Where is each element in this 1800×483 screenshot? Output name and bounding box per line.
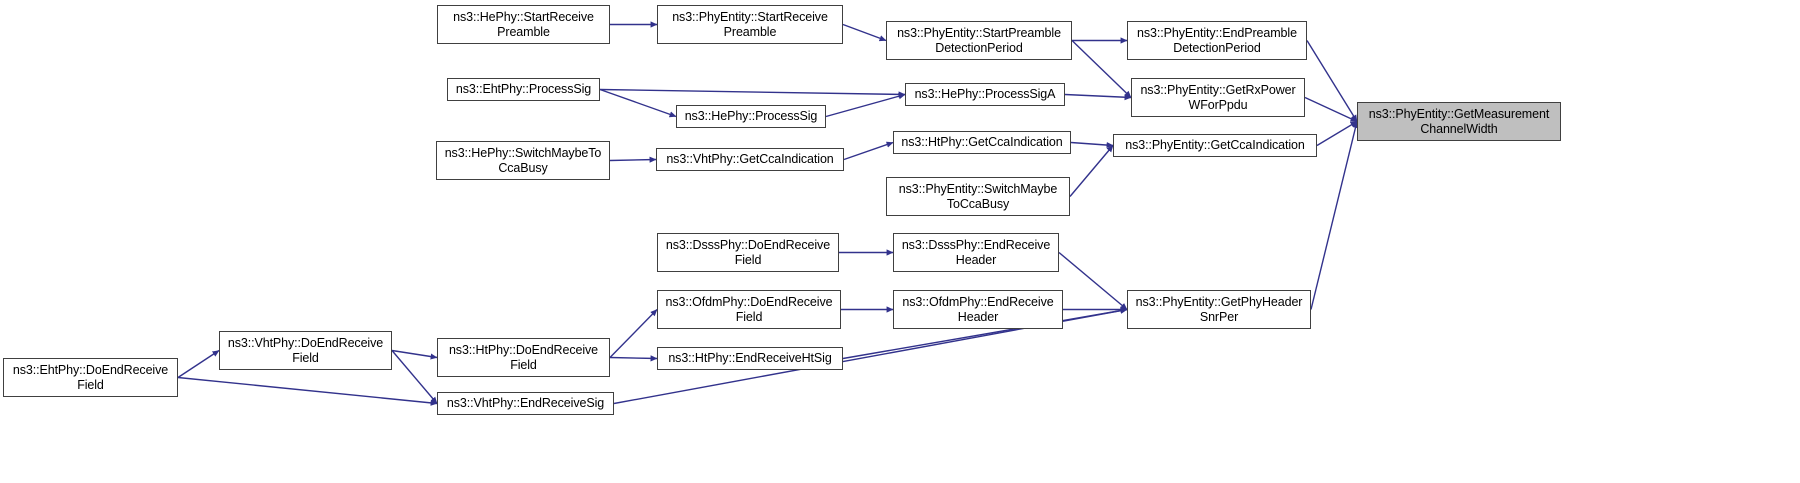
edge-endpreambledetectionperiod-to-getmeasurementchannelwidth [1306, 40, 1358, 122]
node-vhtphy-getccaindication[interactable]: ns3::VhtPhy::GetCcaIndication [656, 148, 844, 171]
edge-phyentity-switchmaybetoccabusy-to-getccaindication [1069, 145, 1114, 197]
node-ehtphy-doendreceivefield[interactable]: ns3::EhtPhy::DoEndReceive Field [3, 358, 178, 397]
edge-hephy-processsig-to-hephy-processsiga [825, 93, 906, 118]
edge-getrxpowerwforppdu-to-getmeasurementchannelwidth [1304, 96, 1358, 123]
edge-vhtphy-doendreceivefield-to-htphy-doendreceivefield [391, 349, 438, 360]
node-hephy-processsig[interactable]: ns3::HePhy::ProcessSig [676, 105, 826, 128]
edge-phyentity-startreceivepreamble-to-startpreambledetectionperiod [842, 23, 887, 42]
edge-ehtphy-processsig-to-hephy-processsig [599, 88, 677, 118]
edge-startpreambledetectionperiod-to-getrxpowerwforppdu [1071, 39, 1132, 99]
node-ofdmphy-endreceiveheader[interactable]: ns3::OfdmPhy::EndReceive Header [893, 290, 1063, 329]
node-phyentity-endpreambledetectionperiod[interactable]: ns3::PhyEntity::EndPreamble DetectionPer… [1127, 21, 1307, 60]
edge-vhtphy-getccaindication-to-htphy-getccaindication [843, 141, 894, 161]
edge-htphy-doendreceivefield-to-htphy-endreceivehtsig [609, 355, 658, 362]
edge-vhtphy-doendreceivefield-to-vhtphy-endreceivesig [391, 350, 438, 404]
node-htphy-doendreceivefield[interactable]: ns3::HtPhy::DoEndReceive Field [437, 338, 610, 377]
node-phyentity-getmeasurementchannelwidth[interactable]: ns3::PhyEntity::GetMeasurement ChannelWi… [1357, 102, 1561, 141]
node-dsssphy-endreceiveheader[interactable]: ns3::DsssPhy::EndReceive Header [893, 233, 1059, 272]
node-hephy-processsiga[interactable]: ns3::HePhy::ProcessSigA [905, 83, 1065, 106]
edge-dsssphy-endreceiveheader-to-getphyheadersnrper [1058, 251, 1128, 311]
edge-getphyheadersnrper-to-getmeasurementchannelwidth [1310, 120, 1359, 310]
node-ehtphy-processsig[interactable]: ns3::EhtPhy::ProcessSig [447, 78, 600, 101]
node-ofdmphy-doendreceivefield[interactable]: ns3::OfdmPhy::DoEndReceive Field [657, 290, 841, 329]
node-hephy-startreceivepreamble[interactable]: ns3::HePhy::StartReceive Preamble [437, 5, 610, 44]
edge-htphy-getccaindication-to-phyentity-getccaindication [1070, 141, 1114, 149]
node-htphy-getccaindication[interactable]: ns3::HtPhy::GetCcaIndication [893, 131, 1071, 154]
edge-hephy-processsiga-to-getrxpowerwforppdu [1064, 93, 1132, 101]
node-phyentity-startpreambledetectionperiod[interactable]: ns3::PhyEntity::StartPreamble DetectionP… [886, 21, 1072, 60]
node-vhtphy-endreceivesig[interactable]: ns3::VhtPhy::EndReceiveSig [437, 392, 614, 415]
node-vhtphy-doendreceivefield[interactable]: ns3::VhtPhy::DoEndReceive Field [219, 331, 392, 370]
edge-htphy-doendreceivefield-to-ofdmphy-doendreceivefield [609, 309, 658, 358]
node-htphy-endreceivehtsig[interactable]: ns3::HtPhy::EndReceiveHtSig [657, 347, 843, 370]
edge-hephy-switchmaybetoccabusy-to-vhtphy-getccaindication [609, 156, 657, 163]
edge-getccaindication-to-getmeasurementchannelwidth [1316, 120, 1358, 147]
node-hephy-switchmaybetoccabusy[interactable]: ns3::HePhy::SwitchMaybeTo CcaBusy [436, 141, 610, 180]
node-phyentity-getccaindication[interactable]: ns3::PhyEntity::GetCcaIndication [1113, 134, 1317, 157]
node-phyentity-getrxpowerwforppdu[interactable]: ns3::PhyEntity::GetRxPower WForPpdu [1131, 78, 1305, 117]
node-phyentity-switchmaybetoccabusy[interactable]: ns3::PhyEntity::SwitchMaybe ToCcaBusy [886, 177, 1070, 216]
node-phyentity-startreceivepreamble[interactable]: ns3::PhyEntity::StartReceive Preamble [657, 5, 843, 44]
node-phyentity-getphyheadersnrper[interactable]: ns3::PhyEntity::GetPhyHeader SnrPer [1127, 290, 1311, 329]
edge-ehtphy-processsig-to-hephy-processsiga [599, 88, 906, 98]
edge-ehtphy-doendreceivefield-to-vhtphy-doendreceivefield [177, 349, 220, 379]
node-dsssphy-doendreceivefield[interactable]: ns3::DsssPhy::DoEndReceive Field [657, 233, 839, 272]
edge-ehtphy-doendreceivefield-to-vhtphy-endreceivesig [177, 376, 438, 406]
